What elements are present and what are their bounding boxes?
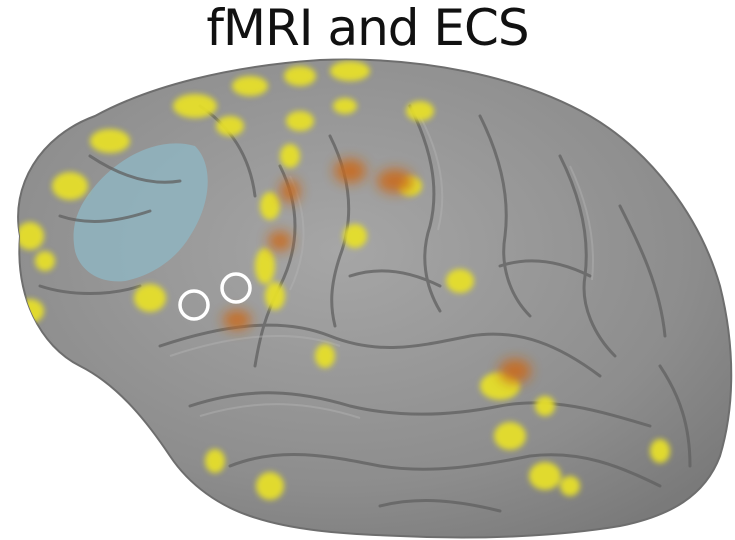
activation-orange-clusters (223, 159, 531, 383)
brain-figure (0, 46, 735, 540)
sulci-lines (38, 104, 692, 513)
electrode-marker-posterior (220, 272, 252, 304)
figure-title: fMRI and ECS (206, 0, 529, 57)
electrode-marker-anterior (178, 289, 210, 321)
brain-surface-render (17, 58, 733, 539)
